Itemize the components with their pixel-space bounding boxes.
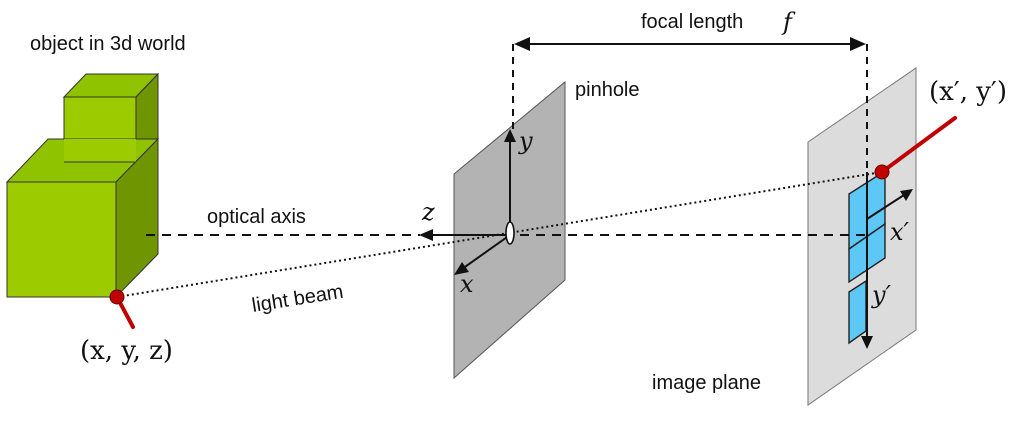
pinhole-x-label: x [460, 270, 474, 298]
image-axes [861, 172, 913, 349]
pinhole-axes [419, 129, 516, 275]
pinhole-y-label: y [518, 127, 533, 155]
world-point-marker [109, 289, 135, 329]
big-cube-front [6, 181, 117, 298]
optical-axis-label: optical axis [207, 206, 306, 228]
projected-image [848, 169, 886, 345]
world-point-label: (x, y, z) [80, 336, 173, 366]
image-plane-label: image plane [652, 372, 761, 394]
focal-length-label: focal length [641, 11, 743, 33]
image-y-label: y′ [871, 281, 892, 309]
image-x-label: x′ [890, 218, 910, 246]
image-point-marker [874, 116, 957, 180]
focal-length-dimension [512, 37, 868, 172]
object-3d [5, 72, 160, 299]
focal-length-symbol: f [781, 8, 796, 36]
pinhole-z-label: z [421, 198, 435, 226]
pinhole-label: pinhole [575, 79, 640, 101]
pinhole-aperture [505, 221, 515, 245]
image-point-label: (x′, y′) [929, 77, 1007, 107]
light-beam-label: light beam [250, 281, 345, 317]
light-beam-line [116, 171, 883, 298]
small-cube-front-overlay [64, 139, 136, 162]
object-label: object in 3d world [30, 33, 186, 55]
